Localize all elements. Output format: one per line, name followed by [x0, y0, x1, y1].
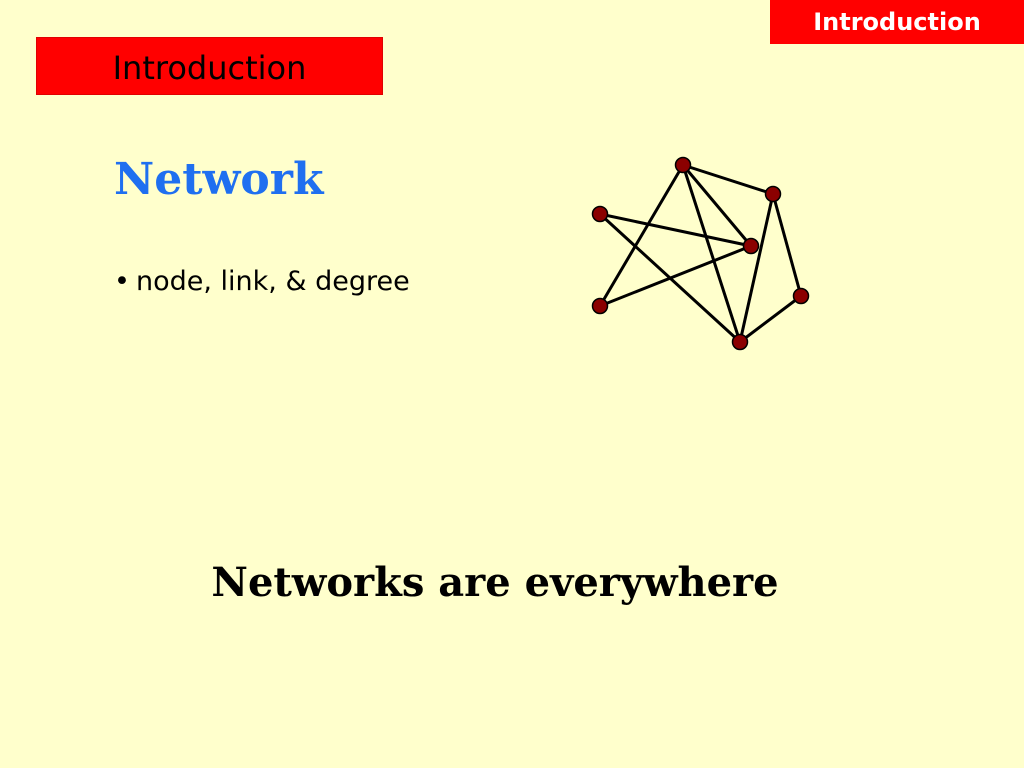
corner-section-tab: Introduction [770, 0, 1024, 44]
network-node [792, 287, 810, 305]
network-link [738, 192, 775, 344]
bullet-marker: • [114, 266, 130, 297]
network-nodes [591, 156, 810, 351]
network-node [674, 156, 692, 174]
bullet-text: node, link, & degree [136, 266, 410, 297]
network-link [681, 163, 753, 248]
network-link [738, 294, 803, 344]
network-link [771, 192, 803, 298]
network-link [681, 163, 742, 344]
network-node [591, 205, 609, 223]
bullet-item: •node, link, & degree [114, 264, 410, 300]
section-header: Introduction [36, 37, 383, 95]
network-node [591, 297, 609, 315]
slide-title: Network [114, 154, 324, 205]
slide-tagline: Networks are everywhere [211, 559, 779, 606]
network-link [598, 244, 753, 308]
network-links [598, 163, 803, 344]
network-link [598, 212, 753, 248]
network-diagram [591, 156, 810, 351]
network-node [764, 185, 782, 203]
network-link [598, 163, 685, 308]
network-node [742, 237, 760, 255]
network-link [681, 163, 775, 196]
network-node [731, 333, 749, 351]
